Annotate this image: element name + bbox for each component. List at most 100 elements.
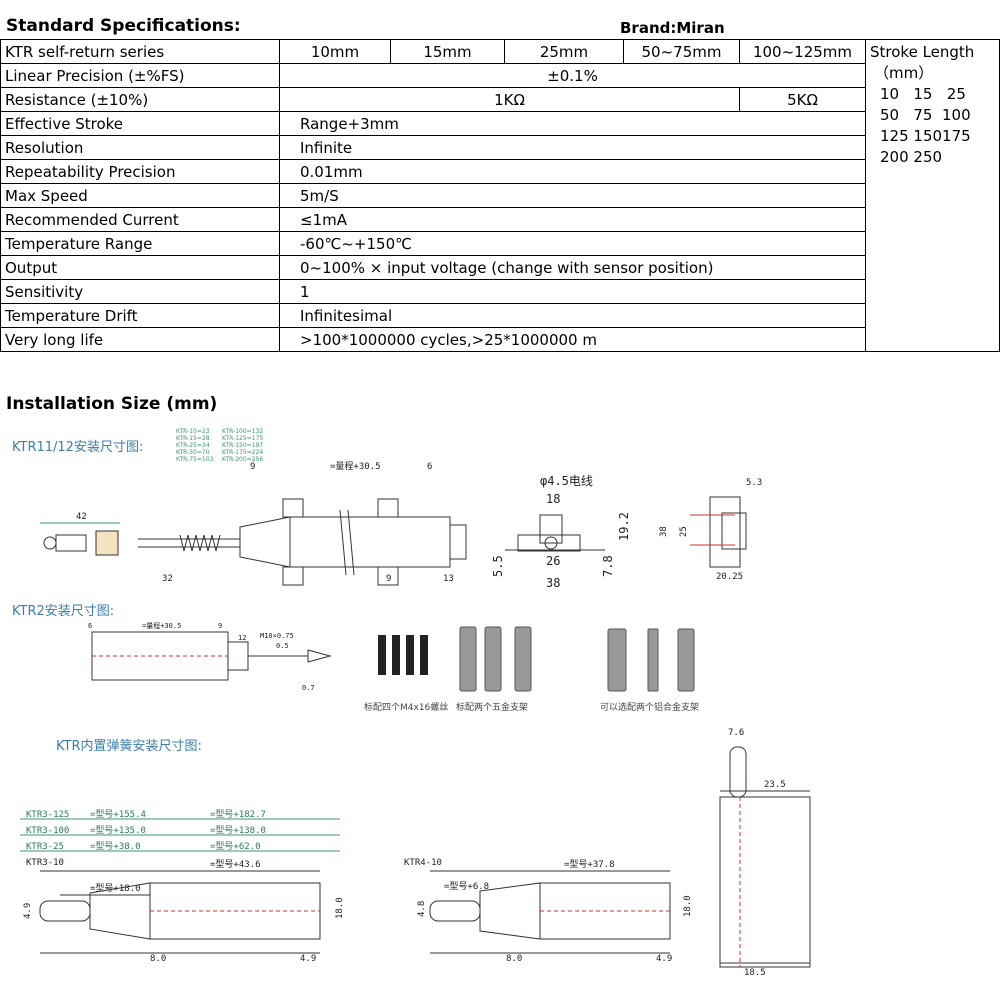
row-value: 0.01mm bbox=[279, 159, 866, 184]
dim-label: 9 bbox=[386, 574, 391, 584]
col-header: 100~125mm bbox=[739, 39, 866, 64]
model-entry: KTR-150=197 bbox=[222, 442, 264, 449]
bracket-icon bbox=[514, 626, 532, 692]
model-label: KTR3-10 bbox=[26, 858, 64, 868]
dim-label: 19.2 bbox=[617, 512, 631, 541]
dim-label: =型号+138.0 bbox=[210, 825, 266, 836]
joint-eye bbox=[43, 536, 57, 550]
accessories-illustration bbox=[378, 626, 695, 692]
spec-table: KTR self-return series 10mm 15mm 25mm 50… bbox=[0, 39, 1000, 352]
dim-label: =量程+30.5 bbox=[330, 461, 381, 472]
dim-label: 38 bbox=[546, 576, 560, 590]
row-label: Sensitivity bbox=[0, 279, 280, 304]
mount-bracket bbox=[282, 498, 304, 518]
mount-bracket bbox=[282, 566, 304, 586]
row-value: 0~100% × input voltage (change with sens… bbox=[279, 255, 866, 280]
ktr2-drawing: =量程+30.5 12 M10×0.75 6 9 0.5 0.7 bbox=[88, 621, 332, 692]
model-label: KTR3-100 bbox=[26, 826, 69, 836]
model-entry: KTR-125=175 bbox=[222, 435, 264, 442]
page-title: Standard Specifications: bbox=[6, 16, 241, 36]
dim-label: 4.9 bbox=[656, 954, 672, 964]
dim-label: 26 bbox=[546, 554, 560, 568]
row-value: 5m/S bbox=[279, 183, 866, 208]
side-view-drawing: 7.6 23.5 18.5 bbox=[719, 728, 811, 978]
end-cap bbox=[449, 524, 467, 560]
row-label: Resolution bbox=[0, 135, 280, 160]
dim-label: 20.25 bbox=[716, 572, 743, 582]
col-header: 50~75mm bbox=[623, 39, 740, 64]
dim-label: 6 bbox=[88, 622, 92, 630]
dim-label: 18.5 bbox=[744, 968, 766, 978]
stroke-length-unit: （mm） bbox=[874, 64, 934, 82]
probe-rod bbox=[729, 746, 747, 798]
accessory-caption: 标配两个五金支架 bbox=[456, 703, 529, 713]
dim-label: =型号+155.4 bbox=[90, 809, 146, 820]
row-value: ≤1mA bbox=[279, 207, 866, 232]
stroke-length-line: 200 250 bbox=[880, 148, 943, 166]
model-entry: KTR-15=28 bbox=[176, 435, 210, 442]
end-cap bbox=[227, 641, 249, 671]
row-label: Output bbox=[0, 255, 280, 280]
row-label: Very long life bbox=[0, 327, 280, 352]
dim-label: 23.5 bbox=[764, 780, 786, 790]
row-label: Max Speed bbox=[0, 183, 280, 208]
dim-label: 5.5 bbox=[491, 555, 505, 577]
mount-bracket bbox=[377, 566, 399, 586]
dim-label: 9 bbox=[218, 622, 222, 630]
dim-label: 8.0 bbox=[506, 954, 522, 964]
row-value: >100*1000000 cycles,>25*1000000 m bbox=[279, 327, 866, 352]
dim-label: 13 bbox=[443, 574, 454, 584]
row-label: Linear Precision (±%FS) bbox=[0, 63, 280, 88]
row-value: 1KΩ bbox=[279, 87, 740, 112]
stroke-length-line: 10 15 25 bbox=[880, 85, 966, 103]
dim-label: =型号+43.6 bbox=[210, 859, 261, 870]
brand-label: Brand:Miran bbox=[620, 19, 725, 37]
dim-label: 9 bbox=[250, 462, 255, 472]
series-label: KTR self-return series bbox=[0, 39, 280, 64]
dim-label: 4.9 bbox=[23, 903, 33, 919]
model-table-b: KTR-100=132 KTR-125=175 KTR-150=197 KTR-… bbox=[222, 428, 263, 463]
row-value: -60℃~+150℃ bbox=[279, 231, 866, 256]
model-entry: KTR-50=70 bbox=[176, 449, 210, 456]
dim-label: =型号+182.7 bbox=[210, 809, 266, 820]
screw-icon bbox=[406, 635, 414, 675]
screw-icon bbox=[420, 635, 428, 675]
dim-label: 8.0 bbox=[150, 954, 166, 964]
model-label: KTR4-10 bbox=[404, 858, 442, 868]
row-value: 1 bbox=[279, 279, 866, 304]
dim-label: 7.8 bbox=[601, 555, 615, 577]
stroke-length-line: 50 75 100 bbox=[880, 106, 971, 124]
model-entry: KTR-10=23 bbox=[176, 428, 210, 435]
row-label: Resistance (±10%) bbox=[0, 87, 280, 112]
dim-label: 6 bbox=[427, 462, 432, 472]
installation-title: Installation Size (mm) bbox=[6, 394, 218, 414]
dim-label: =型号+135.0 bbox=[90, 825, 146, 836]
dim-label: 32 bbox=[162, 574, 173, 584]
stroke-length-cell: Stroke Length （mm） 10 15 25 50 75 100 12… bbox=[865, 39, 1000, 352]
row-value: Infinite bbox=[279, 135, 866, 160]
row-label: Repeatability Precision bbox=[0, 159, 280, 184]
screw-icon bbox=[392, 635, 400, 675]
row-label: Effective Stroke bbox=[0, 111, 280, 136]
spring-coil bbox=[179, 534, 221, 552]
accessory-caption: 标配四个M4x16螺丝 bbox=[364, 703, 449, 713]
dim-label: 42 bbox=[76, 512, 87, 522]
dim-label: M10×0.75 bbox=[260, 632, 294, 640]
ktr-spring-title: KTR内置弹簧安装尺寸图: bbox=[56, 739, 202, 754]
dim-label: 25 bbox=[679, 526, 689, 537]
dim-label: 38 bbox=[659, 526, 669, 537]
col-header: 25mm bbox=[504, 39, 624, 64]
row-label: Temperature Range bbox=[0, 231, 280, 256]
row-value: Range+3mm bbox=[279, 111, 866, 136]
stroke-length-line: 125 150175 bbox=[880, 127, 971, 145]
row-value: Infinitesimal bbox=[279, 303, 866, 328]
screw-icon bbox=[378, 635, 386, 675]
ktr11-drawing: 42 9 =量程+30.5 6 32 9 13 φ4.5电线 18 19.2 5… bbox=[40, 461, 762, 590]
row-label: Recommended Current bbox=[0, 207, 280, 232]
row-value: 5KΩ bbox=[739, 87, 866, 112]
bracket-icon bbox=[484, 626, 502, 692]
probe-rod bbox=[39, 900, 91, 922]
ktr2-title: KTR2安装尺寸图: bbox=[12, 604, 115, 619]
dim-label: 0.5 bbox=[276, 642, 289, 650]
dim-label: =型号+38.0 bbox=[90, 841, 141, 852]
